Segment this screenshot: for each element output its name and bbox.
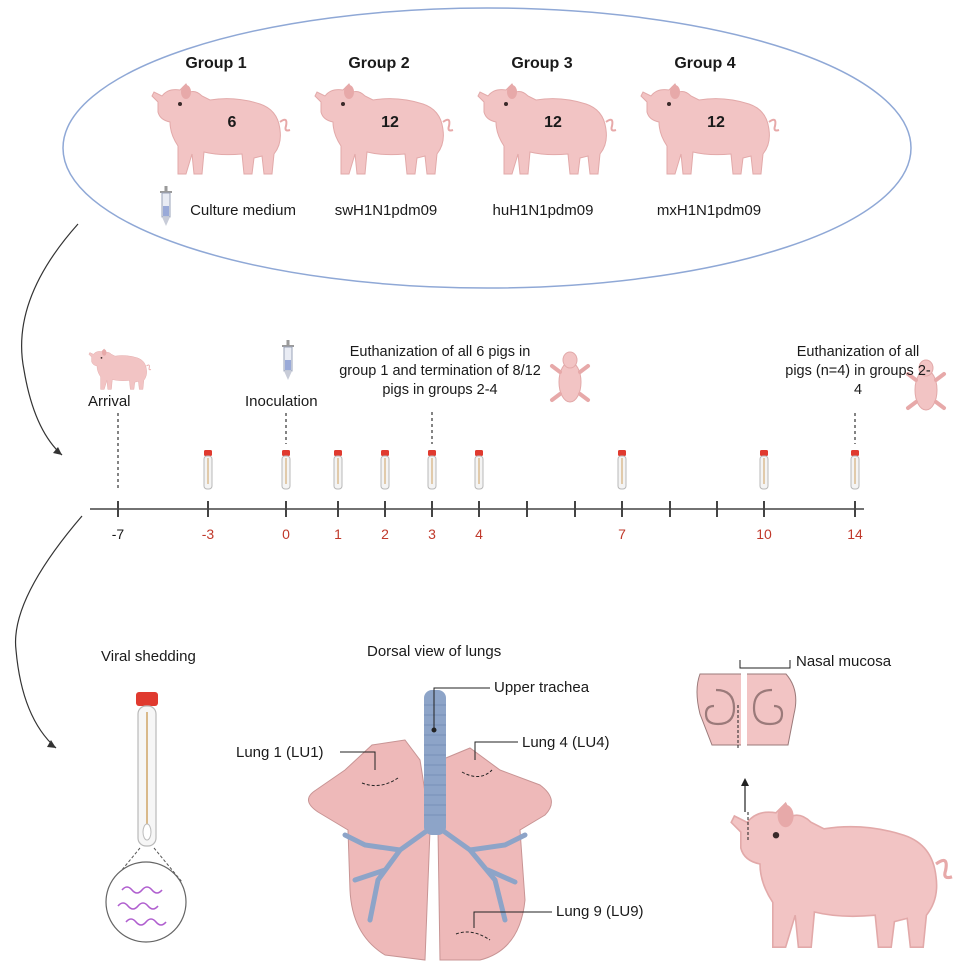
group-3-label: Group 3 (482, 55, 602, 73)
first-euthanasia-label: Euthanization of all 6 pigs in group 1 a… (336, 343, 544, 400)
group-4-label: Group 4 (645, 55, 765, 73)
arrival-pig-icon (89, 349, 151, 390)
group-4-count: 12 (696, 114, 736, 132)
final-euthanasia-label: Euthanization of all pigs (n=4) in group… (782, 343, 934, 400)
group-3-treatment: huH1N1pdm09 (468, 202, 618, 219)
day-label: -3 (188, 526, 228, 542)
arrival-label: Arrival (88, 393, 131, 410)
lungs-title: Dorsal view of lungs (367, 643, 501, 660)
group-2-label: Group 2 (319, 55, 439, 73)
day-label: 0 (266, 526, 306, 542)
group-2-treatment: swH1N1pdm09 (311, 202, 461, 219)
day-label: 10 (744, 526, 784, 542)
swab-tube-icon (136, 692, 158, 846)
day-label: 1 (318, 526, 358, 542)
tube-day-1 (334, 450, 342, 489)
large-pig-icon (731, 803, 952, 947)
tube-day-14 (851, 450, 859, 489)
tube-day-2 (381, 450, 389, 489)
group-4-treatment: mxH1N1pdm09 (634, 202, 784, 219)
lung4-label: Lung 4 (LU4) (522, 734, 610, 751)
nasal-mucosa-label: Nasal mucosa (796, 653, 891, 670)
inoculation-label: Inoculation (245, 393, 318, 410)
nasal-section-icon (697, 672, 796, 754)
group-3-count: 12 (533, 114, 573, 132)
group-1-label: Group 1 (156, 55, 276, 73)
day-label: 2 (365, 526, 405, 542)
upper-trachea-label: Upper trachea (494, 679, 589, 696)
group-1-count: 6 (212, 114, 252, 132)
day-label: 7 (602, 526, 642, 542)
virus-magnifier (106, 862, 186, 942)
tube-day-4 (475, 450, 483, 489)
viral-shedding-label: Viral shedding (101, 648, 196, 665)
tube-day-0 (282, 450, 290, 489)
tube-day-m3 (204, 450, 212, 489)
arrow-to-timeline (22, 224, 78, 455)
arrow-to-samples (16, 516, 82, 748)
tube-day-10 (760, 450, 768, 489)
day-label: 4 (459, 526, 499, 542)
euthanized-pig-icon (552, 352, 588, 402)
lungs-illustration (308, 690, 551, 960)
lung1-label: Lung 1 (LU1) (236, 744, 324, 761)
day-label: 14 (835, 526, 875, 542)
tube-day-3 (428, 450, 436, 489)
inoculation-syringe-icon (282, 340, 294, 380)
day-label: 3 (412, 526, 452, 542)
tube-day-7 (618, 450, 626, 489)
group-1-treatment: Culture medium (168, 202, 318, 219)
group-2-count: 12 (370, 114, 410, 132)
day-label: -7 (98, 526, 138, 542)
lung9-label: Lung 9 (LU9) (556, 903, 644, 920)
